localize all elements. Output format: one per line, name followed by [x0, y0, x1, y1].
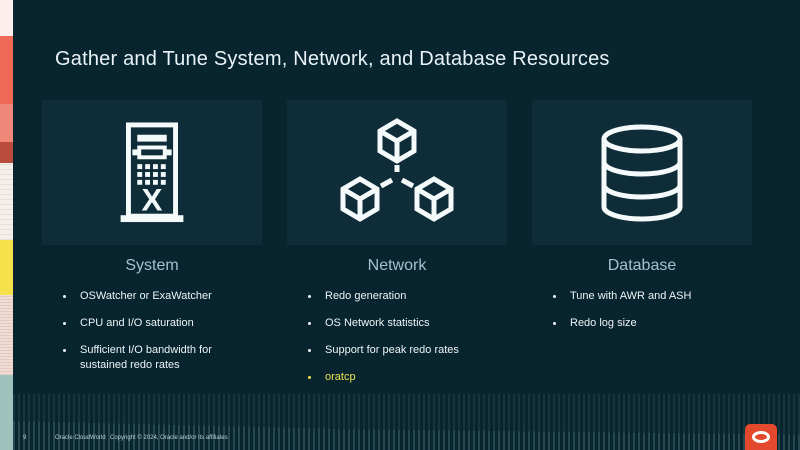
strip-segment [0, 0, 13, 36]
network-nodes-icon [340, 117, 454, 222]
column-system: X System OSWatcher or ExaWatcher CPU and… [42, 100, 262, 385]
strip-segment [0, 104, 13, 142]
list-item: Sufficient I/O bandwidth for sustained r… [60, 343, 255, 373]
list-item: Redo log size [550, 316, 745, 331]
list-item: OS Network statistics [305, 316, 500, 331]
skyline-decoration [13, 394, 800, 450]
strip-segment [0, 240, 13, 295]
strip-segment [0, 295, 13, 375]
oracle-logo [745, 424, 777, 450]
network-bullet-list: Redo generation OS Network statistics Su… [305, 289, 507, 385]
database-icon [601, 124, 683, 221]
network-heading: Network [367, 257, 427, 274]
list-item: OSWatcher or ExaWatcher [60, 289, 255, 304]
network-icon-panel [287, 100, 507, 245]
strip-segment [0, 163, 13, 240]
list-item-highlight: oratcp [305, 370, 500, 385]
slide-title: Gather and Tune System, Network, and Dat… [55, 48, 610, 70]
left-accent-strip [0, 0, 13, 450]
list-item: CPU and I/O saturation [60, 316, 255, 331]
server-icon: X [120, 121, 184, 222]
list-item: Support for peak redo rates [305, 343, 500, 358]
strip-segment [0, 375, 13, 450]
column-network: Network Redo generation OS Network stati… [287, 100, 507, 397]
system-icon-panel: X [42, 100, 262, 245]
system-heading: System [125, 257, 179, 274]
strip-segment [0, 142, 13, 163]
system-bullet-list: OSWatcher or ExaWatcher CPU and I/O satu… [60, 289, 262, 373]
strip-segment [0, 36, 13, 104]
list-item: Tune with AWR and ASH [550, 289, 745, 304]
database-heading: Database [607, 257, 677, 274]
page-number: 9 [23, 435, 27, 441]
svg-text:X: X [142, 182, 163, 217]
column-database: Database Tune with AWR and ASH Redo log … [532, 100, 752, 343]
database-bullet-list: Tune with AWR and ASH Redo log size [550, 289, 752, 331]
database-icon-panel [532, 100, 752, 245]
list-item: Redo generation [305, 289, 500, 304]
oracle-o-icon [752, 431, 770, 443]
footer-copyright: Copyright © 2024, Oracle and/or its affi… [110, 435, 228, 441]
footer-brand: Oracle CloudWorld [55, 435, 106, 441]
